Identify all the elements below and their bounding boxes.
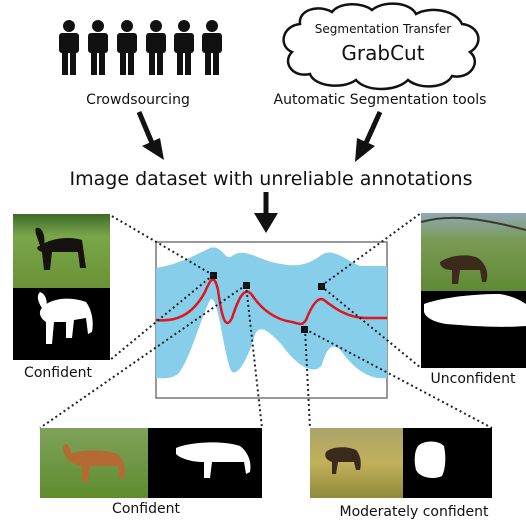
horse-photo [420,213,526,291]
person-icon [202,20,222,75]
caption-bottom-right: Moderately confident [339,504,489,520]
cloud-title: Segmentation Transfer [314,22,452,36]
person-icon [88,20,108,75]
caption-bottom-left: Confident [112,501,180,517]
cloud-method: GrabCut [341,41,425,65]
connector-lines [39,212,493,429]
horse-photo [310,428,403,498]
sample-marker [210,272,217,279]
horse-photo [40,428,148,498]
horse-mask [148,428,262,498]
horse-mask [13,288,110,360]
arrow-down-icon [136,111,164,160]
crowdsourcing-label: Crowdsourcing [86,92,190,108]
mean-line [155,278,387,326]
caption-top-right: Unconfident [430,371,516,387]
arrow-down-icon [355,110,383,162]
horse-mask [403,428,492,498]
example-top-left [13,214,110,360]
horse-photo [13,214,110,288]
example-top-right [420,213,526,368]
crowd-icons [59,20,222,75]
example-bottom-right [310,428,492,498]
auto-tools-label: Automatic Segmentation tools [273,92,487,108]
main-title: Image dataset with unreliable annotation… [69,168,473,190]
arrow-down-icon [254,192,278,233]
horse-mask [421,291,526,368]
cloud-icon [282,2,480,91]
caption-top-left: Confident [24,365,92,381]
person-icon [146,20,166,75]
person-icon [117,20,137,75]
person-icon [174,20,194,75]
person-icon [59,20,79,75]
example-bottom-left [40,428,262,498]
